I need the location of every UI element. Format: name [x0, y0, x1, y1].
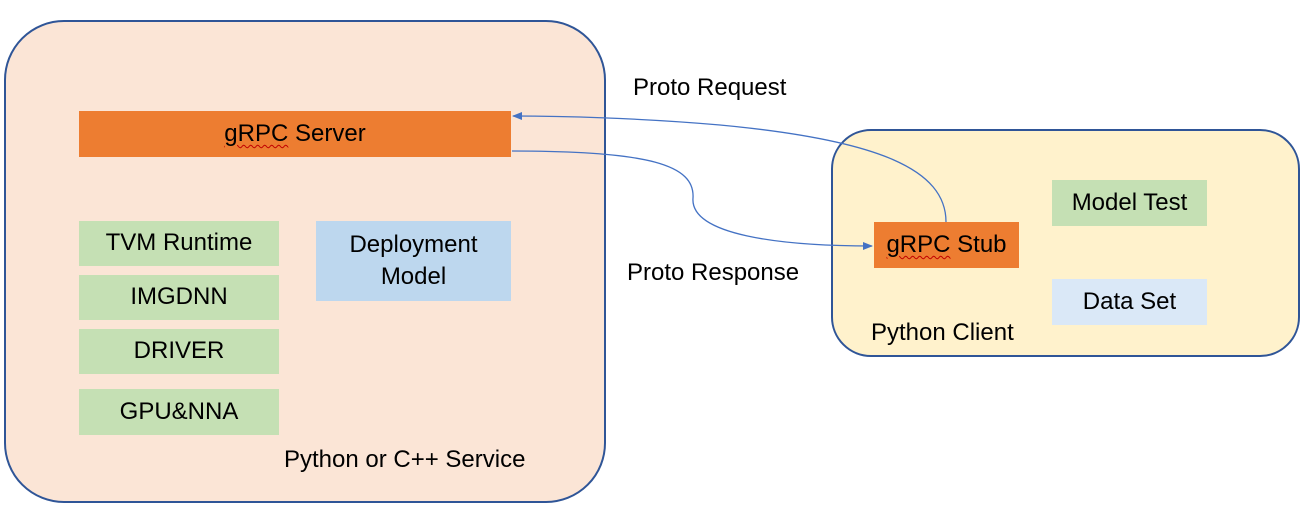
imgdnn-block: IMGDNN [79, 275, 279, 320]
grpc-stub-block: gRPC Stub [874, 222, 1019, 268]
gpu-nna-label: GPU&NNA [119, 397, 239, 425]
proto-request-arrow [512, 112, 947, 223]
grpc-stub-suffix: Stub [950, 230, 1007, 258]
grpc-server-prefix: gRPC [224, 119, 289, 147]
proto-response-label: Proto Response [627, 259, 800, 286]
model-test-block: Model Test [1052, 180, 1207, 226]
python-cpp-service-label: Python or C++ Service [284, 446, 526, 473]
driver-label: DRIVER [133, 337, 225, 365]
data-set-label: Data Set [1082, 287, 1177, 315]
grpc-stub-prefix: gRPC [886, 230, 951, 258]
tvm-runtime-block: TVM Runtime [79, 221, 279, 266]
deployment-model-block: Deployment Model [316, 221, 511, 301]
proto-response-arrow [511, 150, 873, 250]
deployment-model-line-2: Model [380, 263, 447, 290]
python-client-label: Python Client [871, 319, 1014, 346]
gpu-nna-block: GPU&NNA [79, 389, 279, 435]
data-set-block: Data Set [1052, 279, 1207, 325]
grpc-server-suffix: Server [288, 119, 366, 147]
grpc-server-block: gRPC Server [79, 111, 511, 157]
model-test-label: Model Test [1071, 188, 1188, 216]
proto-request-label: Proto Request [633, 74, 787, 101]
tvm-runtime-label: TVM Runtime [105, 229, 253, 257]
driver-block: DRIVER [79, 329, 279, 374]
deployment-model-line-1: Deployment [349, 230, 478, 258]
imgdnn-label: IMGDNN [130, 283, 228, 311]
